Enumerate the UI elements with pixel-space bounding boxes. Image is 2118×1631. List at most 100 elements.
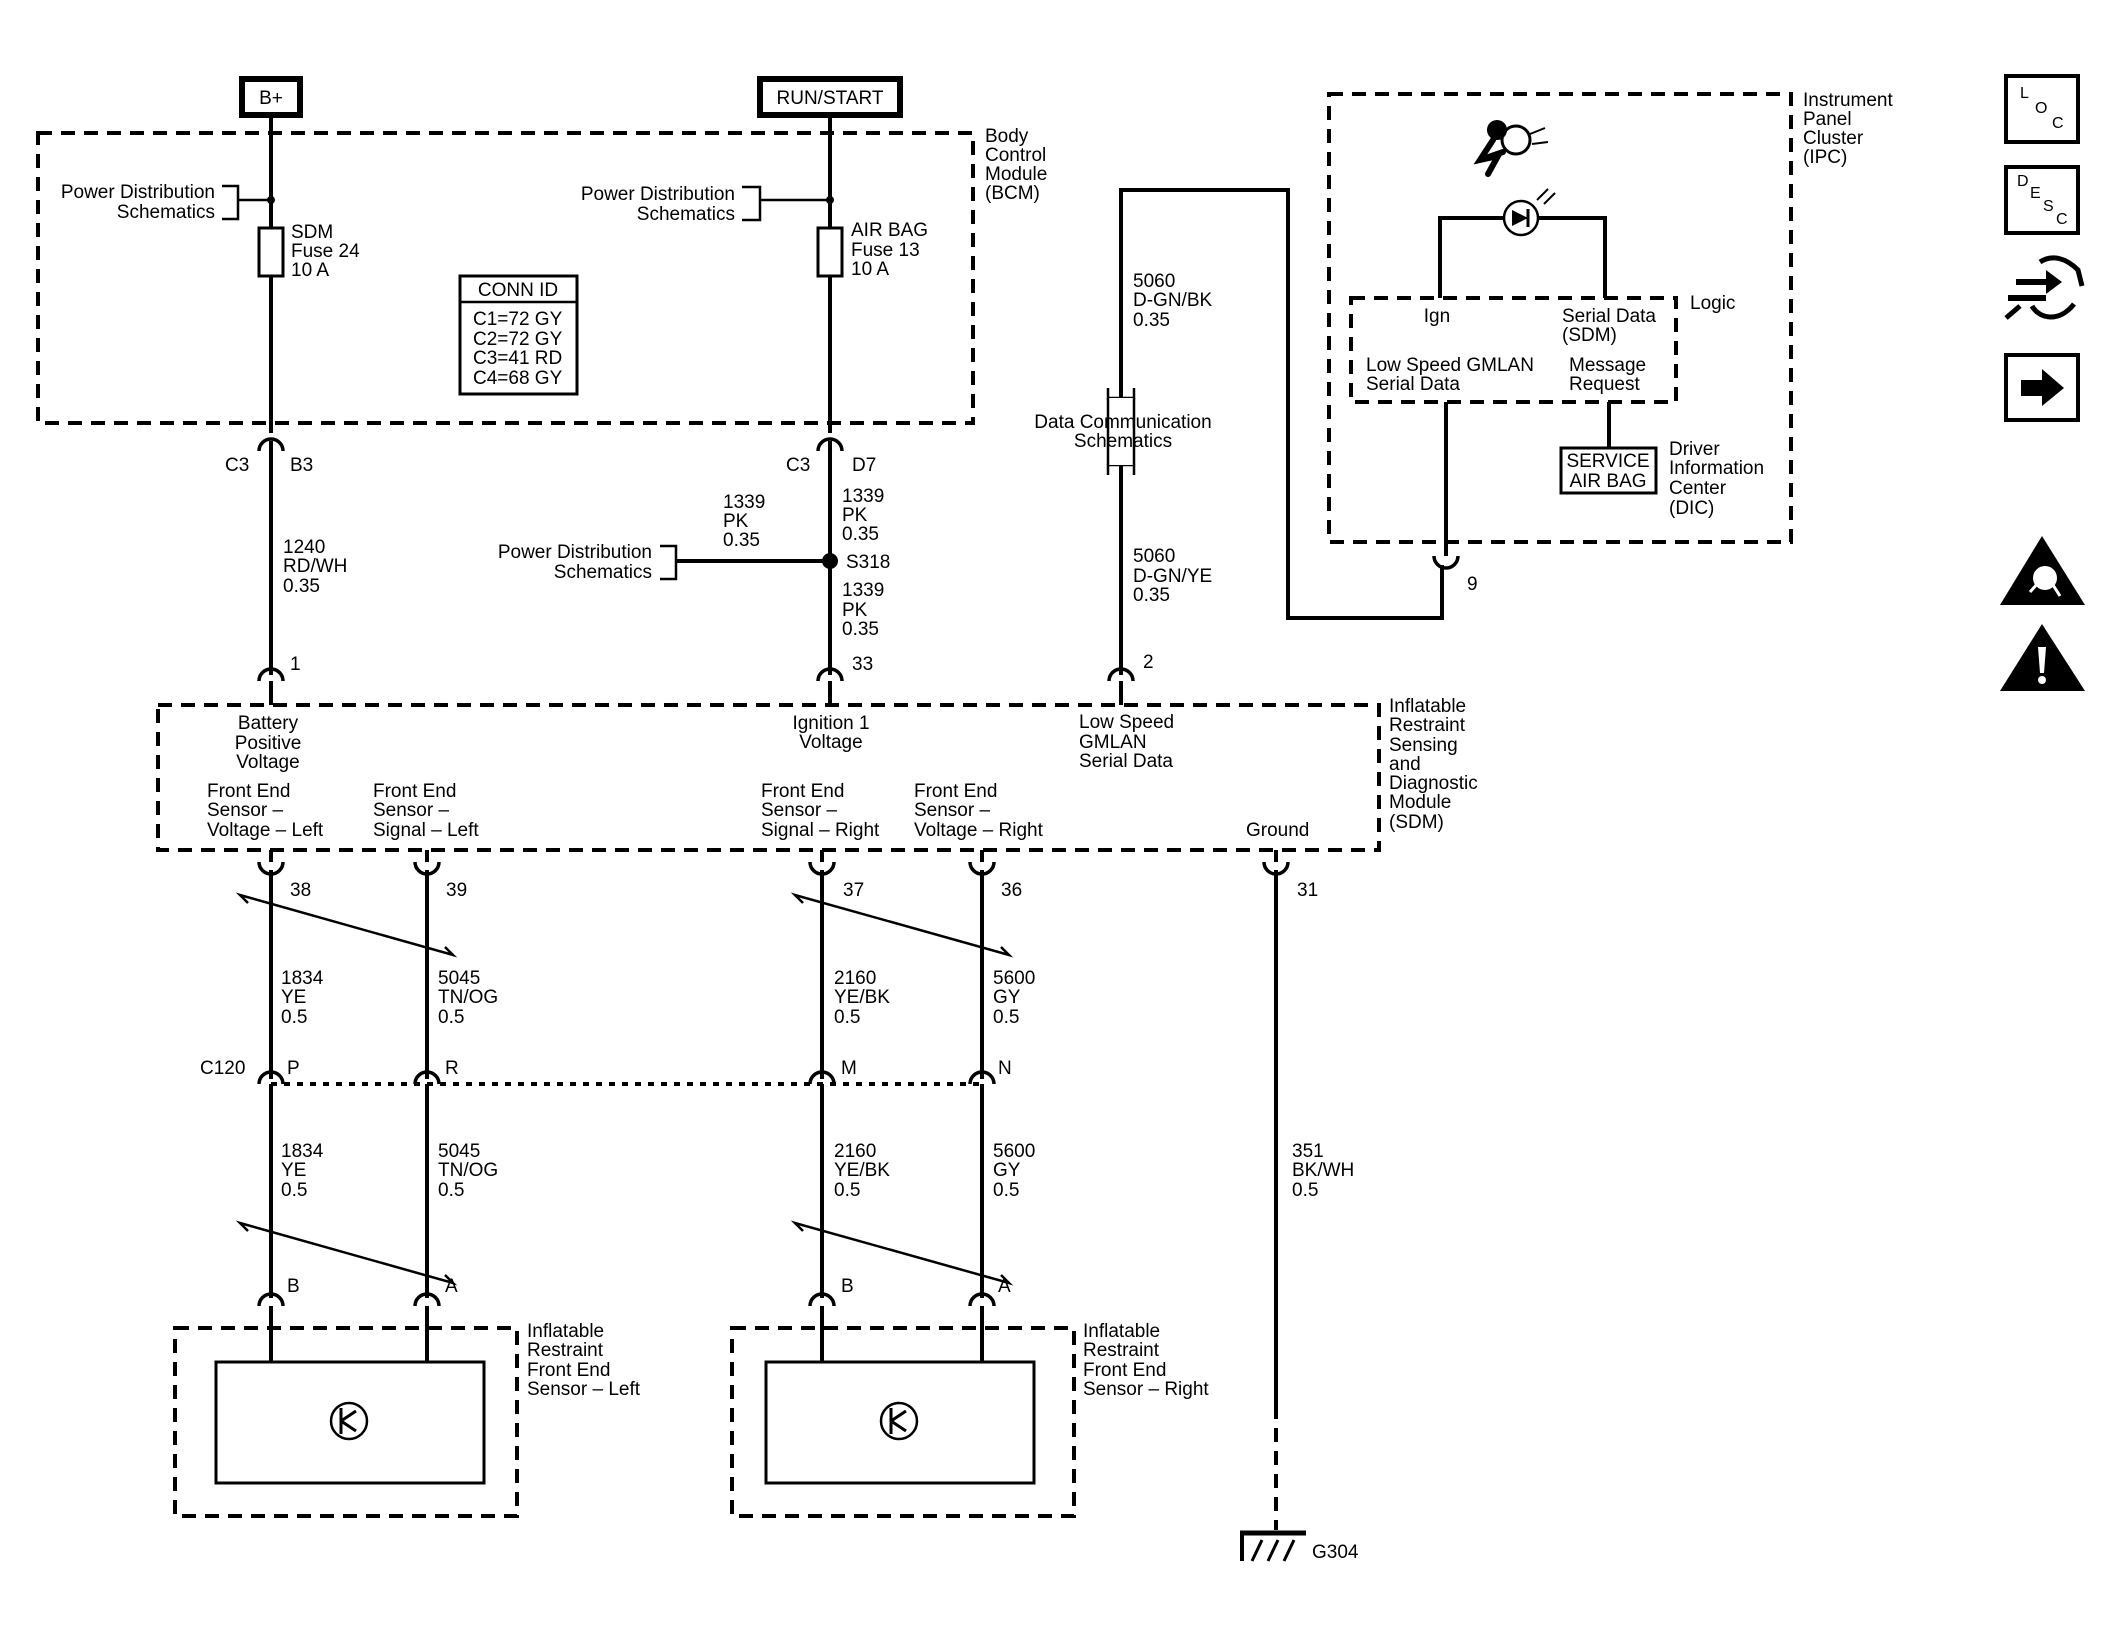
svg-text:Front End: Front End: [373, 781, 456, 802]
svg-text:5045: 5045: [438, 1141, 480, 1162]
svg-text:Schematics: Schematics: [637, 204, 735, 225]
svg-text:36: 36: [1001, 880, 1022, 901]
svg-text:37: 37: [843, 880, 864, 901]
svg-text:10 A: 10 A: [851, 259, 889, 280]
svg-text:Voltage: Voltage: [799, 732, 862, 753]
svg-text:Inflatable: Inflatable: [1083, 1321, 1160, 1342]
svg-text:B: B: [841, 1276, 854, 1297]
ipc-title: Instrument Panel Cluster (IPC): [1803, 90, 1893, 168]
svg-text:R: R: [445, 1058, 459, 1079]
svg-text:YE: YE: [281, 987, 306, 1008]
svg-text:0.5: 0.5: [281, 1007, 307, 1028]
svg-text:Low Speed GMLAN: Low Speed GMLAN: [1366, 355, 1534, 376]
caution-icon[interactable]: [2000, 624, 2085, 691]
splice-label: S318: [846, 552, 890, 573]
ign-label: Ign: [1424, 306, 1450, 327]
wire-2160-lower-label: 2160 YE/BK 0.5: [834, 1141, 890, 1201]
svg-text:Front End: Front End: [207, 781, 290, 802]
sensor-right-title: Inflatable Restraint Front End Sensor – …: [1083, 1321, 1209, 1400]
svg-text:GY: GY: [993, 1160, 1021, 1181]
wire-5060-top-label: 5060 D-GN/BK 0.35: [1133, 271, 1213, 331]
svg-text:P: P: [287, 1058, 300, 1079]
conn-id-table: CONN ID C1=72 GY C2=72 GY C3=41 RD C4=68…: [458, 274, 579, 396]
run-start-source: RUN/START: [757, 76, 903, 118]
svg-text:Fuse 13: Fuse 13: [851, 240, 920, 261]
svg-text:Serial Data: Serial Data: [1366, 374, 1460, 395]
svg-text:GY: GY: [993, 987, 1021, 1008]
sdm-fuse: [257, 226, 285, 278]
svg-text:Request: Request: [1569, 374, 1640, 395]
svg-text:Sensing: Sensing: [1389, 735, 1458, 756]
svg-text:(IPC): (IPC): [1803, 147, 1847, 168]
front-end-sensor-right: B A: [730, 1276, 1076, 1518]
svg-text:(DIC): (DIC): [1669, 498, 1714, 519]
pd-schematics-right: Power Distribution Schematics: [581, 184, 830, 225]
svg-text:0.5: 0.5: [993, 1180, 1019, 1201]
svg-text:5600: 5600: [993, 1141, 1035, 1162]
connector-repair-icon[interactable]: [2004, 255, 2085, 320]
svg-text:1834: 1834: [281, 968, 324, 989]
message-request-label: Message Request: [1569, 355, 1646, 395]
ipc-logic-block: [1349, 296, 1678, 404]
svg-text:G304: G304: [1312, 1542, 1359, 1563]
pd-schematics-left: Power Distribution Schematics: [61, 182, 271, 223]
svg-text:N: N: [998, 1058, 1012, 1079]
bcm-connector-left: C3 B3: [225, 437, 313, 476]
svg-text:Module: Module: [985, 164, 1047, 185]
svg-text:Front End: Front End: [527, 1360, 610, 1381]
svg-text:D: D: [2017, 173, 2029, 190]
svg-text:0.5: 0.5: [438, 1007, 464, 1028]
svg-text:Information: Information: [1669, 458, 1764, 479]
svg-text:Positive: Positive: [235, 733, 302, 754]
svg-text:C3: C3: [225, 455, 249, 476]
loc-icon[interactable]: L O C: [2004, 74, 2080, 144]
b-plus-source: B+: [239, 76, 303, 118]
next-arrow-icon[interactable]: [2004, 353, 2080, 422]
svg-text:Power Distribution: Power Distribution: [498, 542, 652, 563]
svg-text:Restraint: Restraint: [1083, 1340, 1160, 1361]
pd-schematics-splice: Power Distribution Schematics: [498, 542, 678, 583]
svg-text:Sensor – Left: Sensor – Left: [527, 1379, 641, 1400]
svg-text:L: L: [2020, 85, 2029, 102]
svg-text:AIR BAG: AIR BAG: [851, 220, 928, 241]
fes-voltage-left-label: Front End Sensor – Voltage – Left: [207, 781, 324, 841]
sdm-boundary: [156, 703, 1381, 852]
desc-icon[interactable]: D E S C: [2004, 165, 2080, 235]
svg-text:Serial Data: Serial Data: [1562, 306, 1656, 327]
svg-text:1: 1: [290, 654, 301, 675]
svg-text:O: O: [2035, 100, 2047, 117]
airbag-telltale-icon: [1473, 120, 1549, 177]
svg-text:Cluster: Cluster: [1803, 128, 1864, 149]
sdm-fuse-label: SDM Fuse 24 10 A: [291, 222, 360, 281]
svg-text:0.35: 0.35: [842, 524, 879, 545]
svg-text:B: B: [287, 1276, 300, 1297]
svg-text:D7: D7: [852, 455, 876, 476]
svg-text:Ignition 1: Ignition 1: [792, 713, 869, 734]
svg-text:C4=68 GY: C4=68 GY: [473, 368, 563, 389]
svg-text:0.5: 0.5: [834, 1007, 860, 1028]
svg-text:1834: 1834: [281, 1141, 324, 1162]
svg-text:(SDM): (SDM): [1562, 325, 1617, 346]
svg-text:Sensor –: Sensor –: [761, 800, 837, 821]
svg-text:Voltage – Left: Voltage – Left: [207, 820, 324, 841]
svg-text:0.35: 0.35: [283, 576, 320, 597]
svg-text:Signal – Right: Signal – Right: [761, 820, 880, 841]
sdm-pin-37: 37: [808, 850, 864, 901]
sdm-pin-36: 36: [968, 850, 1022, 901]
airbag-warning-icon[interactable]: [2000, 536, 2085, 605]
svg-text:Inflatable: Inflatable: [527, 1321, 604, 1342]
svg-text:Restraint: Restraint: [1389, 715, 1466, 736]
run-start-label: RUN/START: [777, 88, 884, 109]
svg-text:C1=72 GY: C1=72 GY: [473, 309, 563, 330]
svg-text:TN/OG: TN/OG: [438, 987, 498, 1008]
svg-text:Driver: Driver: [1669, 439, 1720, 460]
wire-5600-upper-label: 5600 GY 0.5: [993, 968, 1035, 1028]
wire-1834-upper-label: 1834 YE 0.5: [281, 968, 324, 1028]
svg-text:YE/BK: YE/BK: [834, 987, 890, 1008]
bcm-connector-right: C3 D7: [786, 437, 876, 476]
svg-text:5600: 5600: [993, 968, 1035, 989]
svg-text:(BCM): (BCM): [985, 183, 1040, 204]
sdm-pin-33: 33: [816, 654, 873, 705]
svg-text:YE/BK: YE/BK: [834, 1160, 890, 1181]
svg-text:Schematics: Schematics: [554, 562, 652, 583]
